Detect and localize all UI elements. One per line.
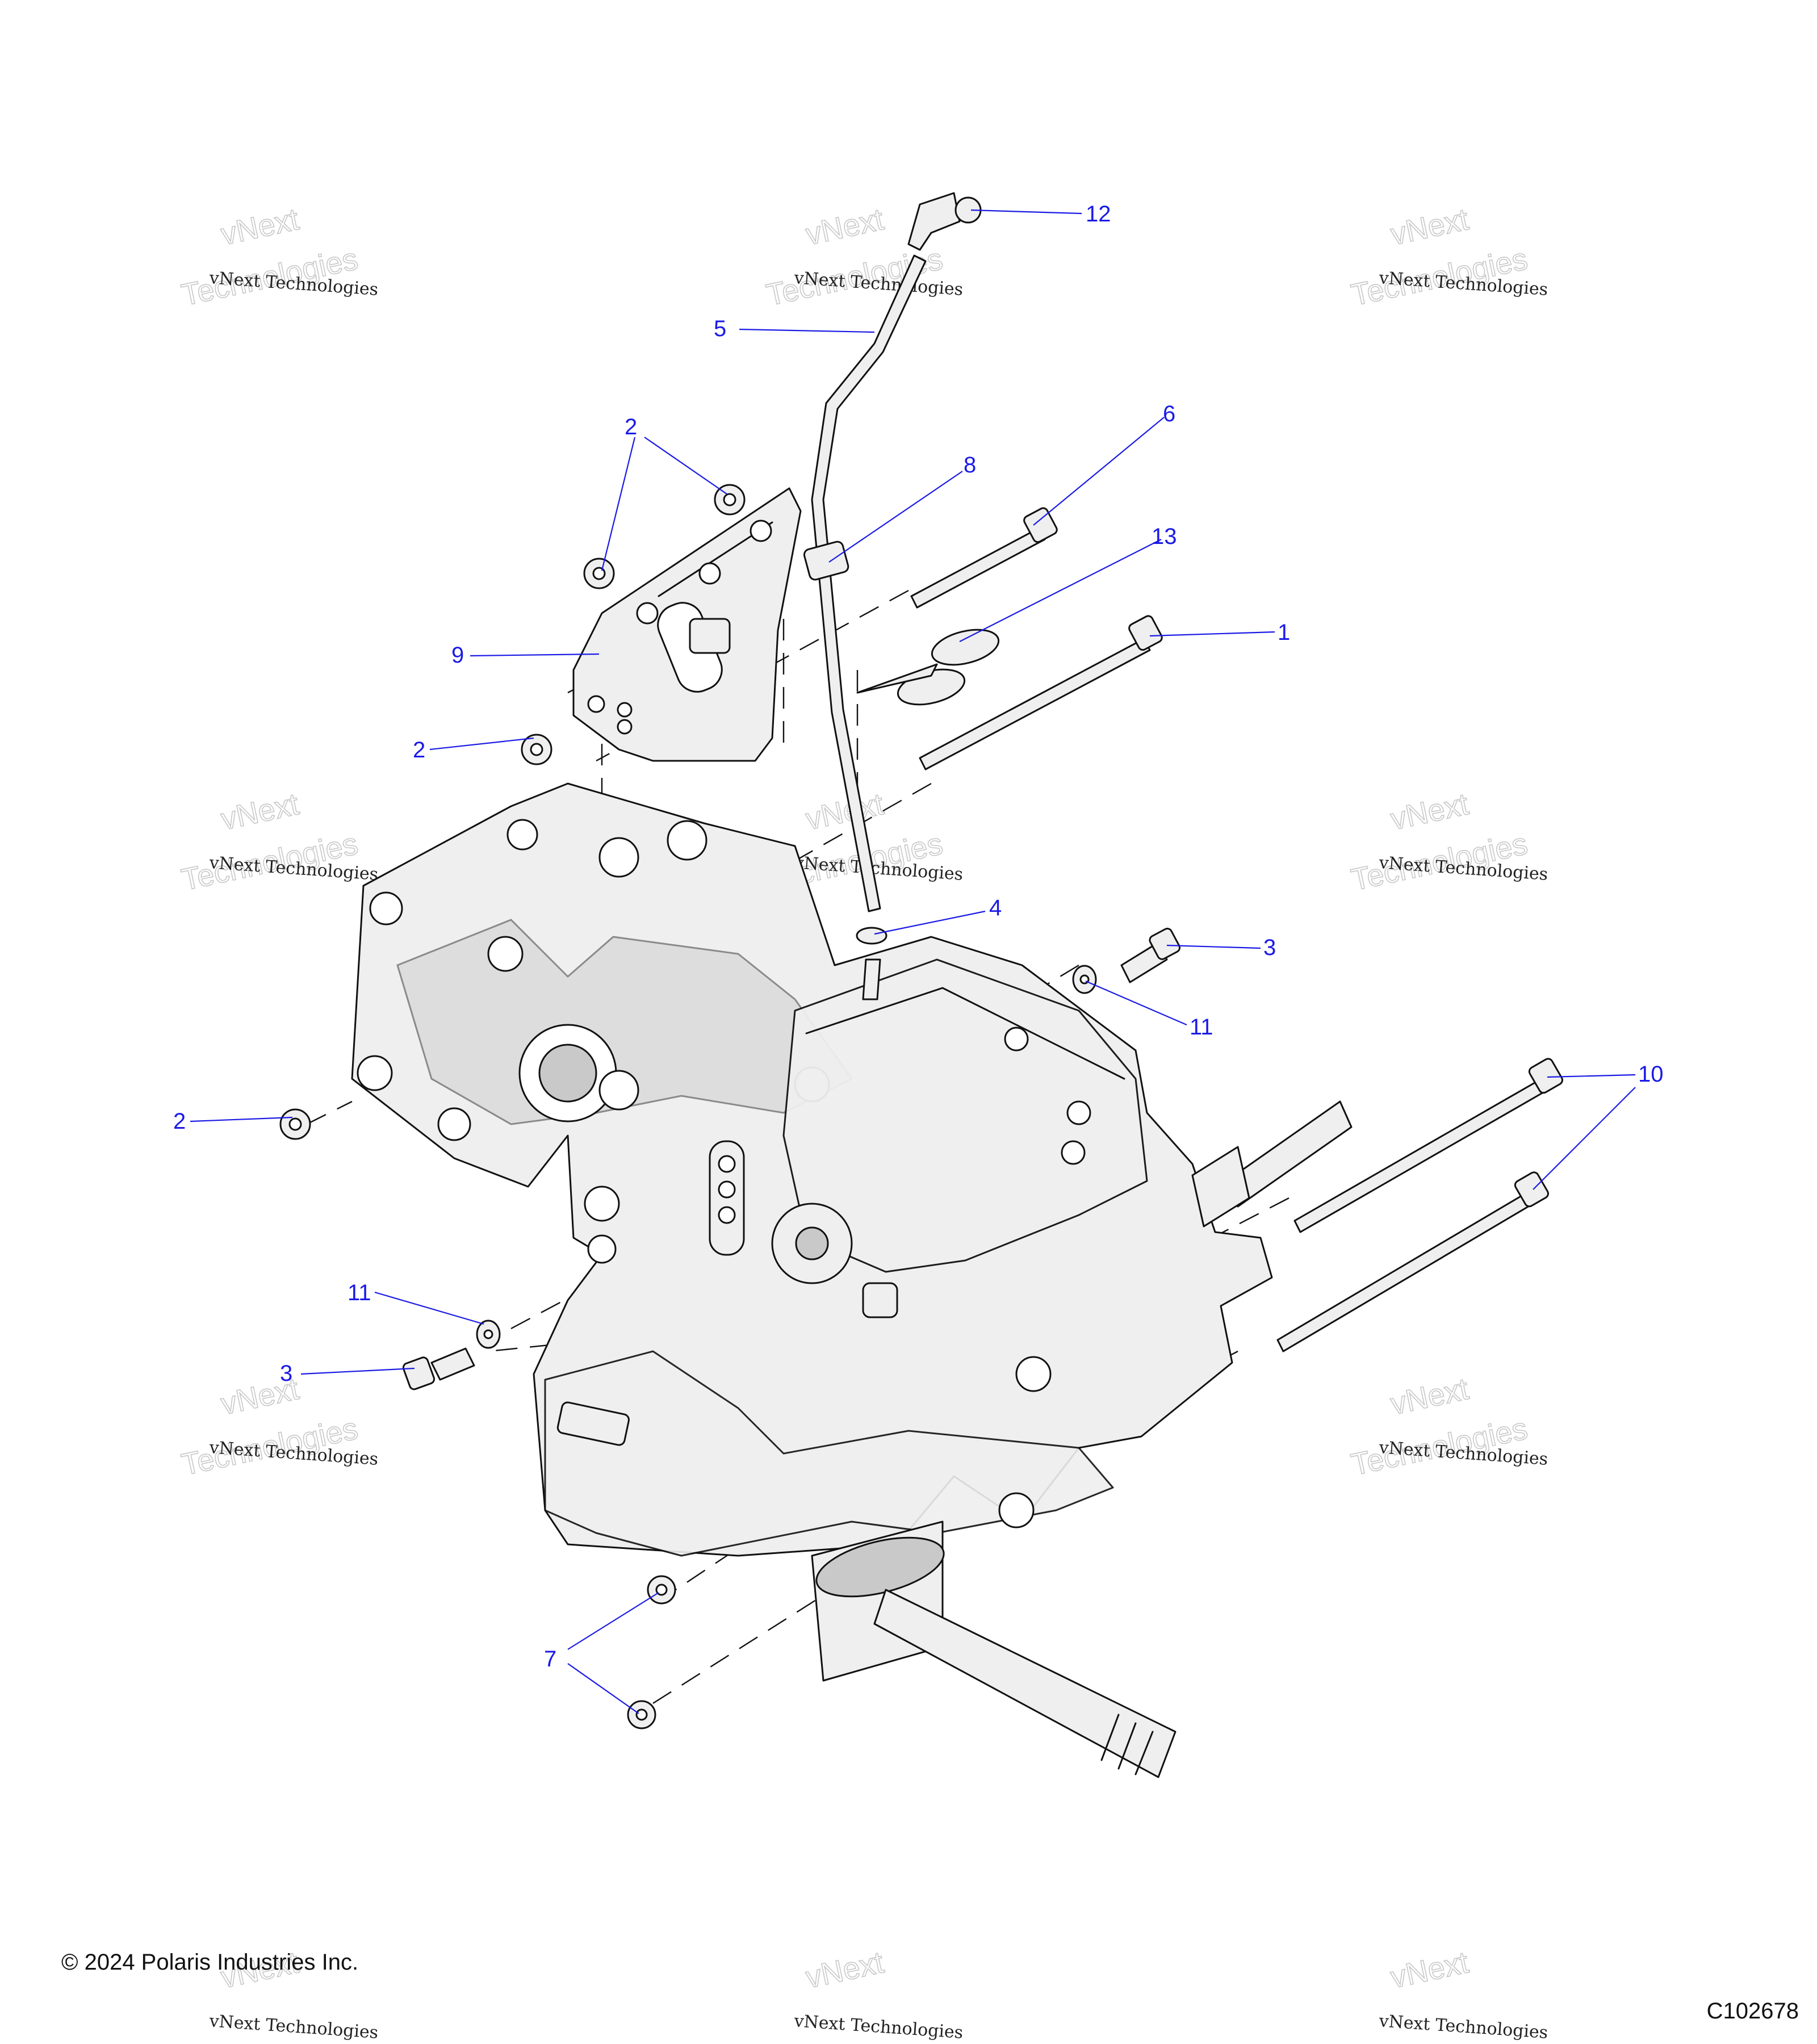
- bracket-bolt: [689, 618, 731, 654]
- callout-label: 12: [1086, 202, 1111, 227]
- watermark: vNext Technologies vNext Technologies: [178, 786, 379, 898]
- callout-label: 4: [989, 895, 1002, 920]
- watermark: vNext vNext Technologies: [1378, 1945, 1549, 2043]
- svg-text:vNext Technologies: vNext Technologies: [793, 2011, 964, 2043]
- callout-label: 11: [348, 1280, 371, 1305]
- watermark: vNext vNext Technologies: [793, 1945, 964, 2043]
- callout-label: 2: [173, 1109, 186, 1134]
- callout-label: 10: [1638, 1062, 1664, 1087]
- vent-hose: [811, 192, 982, 912]
- svg-text:vNext: vNext: [803, 1945, 887, 1995]
- svg-text:vNext: vNext: [803, 202, 887, 252]
- callout-label: 13: [1152, 524, 1177, 549]
- callout-label: 2: [413, 738, 425, 763]
- clamp-band: [856, 629, 1000, 706]
- svg-text:vNext: vNext: [218, 202, 302, 252]
- svg-text:vNext: vNext: [218, 787, 302, 836]
- watermark: vNext Technologies vNext Technologies: [178, 1371, 379, 1482]
- svg-text:vNext: vNext: [1388, 1372, 1472, 1421]
- svg-text:vNext Technologies: vNext Technologies: [208, 2011, 379, 2043]
- nuts: [279, 484, 746, 1729]
- watermark: vNext Technologies vNext Technologies: [1348, 786, 1549, 898]
- watermark: vNext Technologies vNext Technologies: [178, 202, 379, 313]
- callout-label: 2: [625, 414, 637, 439]
- callout-label: 5: [714, 316, 726, 341]
- watermark: vNext Technologies vNext Technologies: [1348, 202, 1549, 313]
- callouts: 12 5 2 8 6 13 9 1 2 4 3 11 2 10 11 3 7: [173, 202, 1664, 1672]
- vent-fitting: [907, 192, 961, 251]
- svg-text:vNext: vNext: [1388, 202, 1472, 252]
- engine-mount-bracket: [572, 487, 802, 762]
- front-output-shaft: [1191, 1100, 1353, 1228]
- callout-label: 9: [451, 643, 464, 668]
- svg-text:vNext: vNext: [1388, 1945, 1472, 1995]
- svg-text:vNext Technologies: vNext Technologies: [1378, 2011, 1549, 2043]
- callout-leaders: [190, 209, 1636, 1714]
- long-bolts: [910, 507, 1563, 1352]
- transmission-housing: [351, 782, 1273, 1557]
- callout-label: 3: [280, 1361, 292, 1386]
- callout-label: 8: [964, 453, 976, 478]
- callout-label: 1: [1278, 620, 1290, 645]
- svg-text:vNext: vNext: [1388, 787, 1472, 836]
- callout-label: 6: [1163, 401, 1175, 426]
- copyright-notice: © 2024 Polaris Industries Inc.: [61, 1950, 359, 1975]
- callout-label: 11: [1190, 1015, 1213, 1040]
- output-shaft: [811, 1521, 1177, 1778]
- svg-text:vNext: vNext: [803, 787, 887, 836]
- small-bolts: [402, 928, 1181, 1390]
- diagram-id: C102678: [1706, 1999, 1799, 2024]
- watermark: vNext Technologies vNext Technologies: [1348, 1371, 1549, 1482]
- hose-clamp-small: [856, 927, 887, 945]
- callout-label: 3: [1263, 935, 1276, 960]
- spacer: [803, 541, 849, 581]
- callout-label: 7: [544, 1647, 556, 1672]
